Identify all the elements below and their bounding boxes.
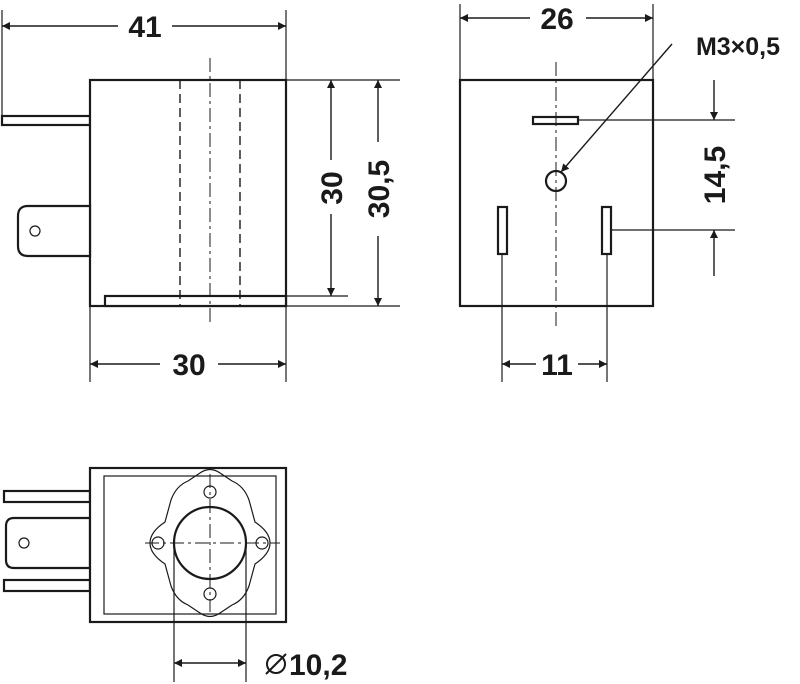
top-terminal-hole [18,537,30,549]
thread-leader-line [560,43,673,173]
dim-11-label: 11 [541,349,573,382]
dim-30h-label: 30 [316,171,349,204]
top-inner-frame [103,475,277,615]
dim-41-label: 41 [128,11,161,44]
side-pin-slot-right [600,205,613,256]
front-base-plate [103,294,288,308]
dim-145-label: 14,5 [699,146,732,204]
top-view: 10,2 [2,466,347,682]
dim-30w-label: 30 [172,349,205,382]
dim-305-label: 30,5 [363,160,396,218]
side-view: 26 M3×0,5 14,5 11 [458,3,780,382]
front-spade-terminal [16,204,92,258]
front-top-tab [0,114,92,127]
side-pin-slot-left [496,205,509,256]
front-view: 41 30 30 30,5 [0,10,400,382]
dim-bore-label: 10,2 [289,649,347,682]
top-terminal-lower [2,578,92,593]
front-terminal-hole [29,225,41,237]
front-coil-body [88,78,288,308]
top-terminal-upper [2,489,92,504]
top-terminal-middle [4,516,92,570]
diameter-symbol [265,653,287,675]
top-flange-outline [149,468,271,618]
thread-label: M3×0,5 [696,33,780,61]
dim-26-label: 26 [540,3,573,36]
